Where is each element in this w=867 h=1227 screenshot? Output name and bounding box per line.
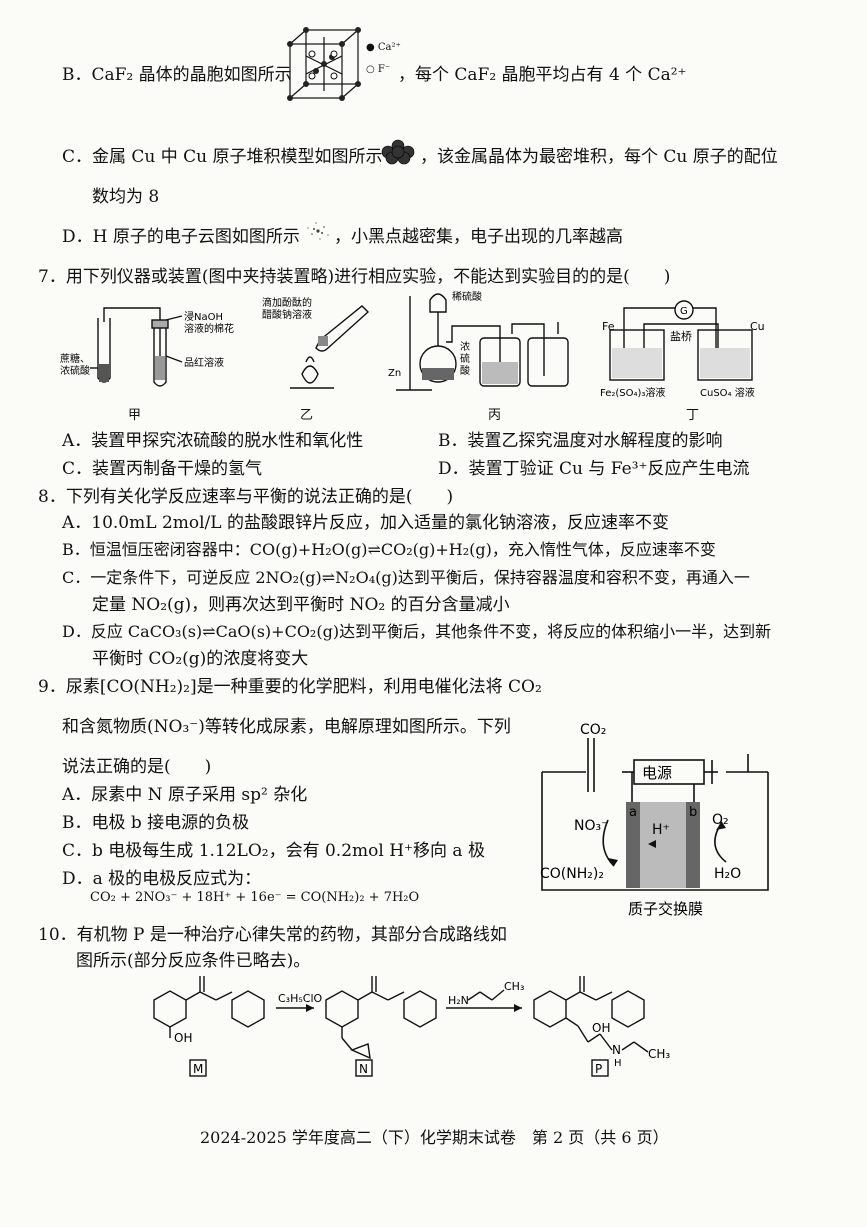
svg-text:酸: 酸 [460,364,470,377]
svg-text:CO₂: CO₂ [580,722,606,738]
apparatus-yi: 滴加酚酞的 醋酸钠溶液 [262,296,370,389]
apparatus-jia: 浸NaOH 溶液的棉花 品红溶液 蔗糖、 浓硫酸 [60,307,234,387]
q8-option-c-line1: C．一定条件下，可逆反应 2NO₂(g)⇌N₂O₄(g)达到平衡后，保持容器温度… [62,568,750,587]
q9-stem-line2: 和含氮物质(NO₃⁻)等转化成尿素，电解原理如图所示。下列 [62,717,511,737]
q9-option-c: C．b 电极每生成 1.12LO₂，会有 0.2mol H⁺移向 a 极 [62,841,485,861]
caption-ding: 丁 [686,408,700,423]
svg-text:a: a [629,805,637,820]
cu-packing-model-figure [381,139,415,165]
m-ring-2 [231,990,265,1028]
svg-text:G: G [680,306,688,317]
svg-text:醋酸钠溶液: 醋酸钠溶液 [262,308,312,321]
q6-c-post: ，该金属晶体为最密堆积，每个 Cu 原子的配位 [420,147,778,167]
p-ring-2 [611,990,645,1028]
electron-cloud-figure [307,222,329,240]
q9-option-d-equation: CO₂ + 2NO₃⁻ + 18H⁺ + 16e⁻ = CO(NH₂)₂ + 7… [90,890,420,905]
apparatus-bing: 稀硫酸 Zn 浓 硫 酸 [388,290,569,391]
svg-text:b: b [689,805,697,820]
n-ring-2 [403,990,437,1028]
svg-text:Zn: Zn [388,368,401,379]
svg-text:CH₃: CH₃ [504,980,524,993]
svg-text:蔗糖、: 蔗糖、 [60,352,90,365]
svg-text:浓硫酸: 浓硫酸 [60,364,90,377]
svg-text:浓: 浓 [460,341,470,353]
q9-option-a: A．尿素中 N 原子采用 sp² 杂化 [62,785,308,805]
svg-text:浸NaOH: 浸NaOH [184,311,223,323]
svg-text:稀硫酸: 稀硫酸 [452,290,482,303]
svg-text:Cu: Cu [750,320,765,333]
electrolysis-diagram: CO₂ 电源 a b NO₃⁻ H⁺ O₂ CO(NH₂)₂ H₂O 质子交换膜 [540,722,769,918]
q7-option-a: A．装置甲探究浓硫酸的脱水性和氧化性 [62,431,364,451]
page-footer: 2024-2025 学年度高二（下）化学期末试卷 第 2 页（共 6 页） [200,1128,669,1147]
q6-c-line2: 数均为 8 [92,187,160,207]
svg-text:H: H [614,1058,622,1069]
caption-jia: 甲 [128,408,142,423]
p-ring-1 [533,990,567,1028]
q7-option-c: C．装置丙制备干燥的氢气 [62,459,263,479]
svg-text:N: N [612,1043,621,1057]
svg-text:CO(NH₂)₂: CO(NH₂)₂ [540,866,604,882]
svg-text:CH₃: CH₃ [648,1047,670,1061]
q9-stem-line1: 9．尿素[CO(NH₂)₂]是一种重要的化学肥料，利用电催化法将 CO₂ [38,677,542,697]
svg-text:盐桥: 盐桥 [670,330,692,343]
svg-text:品红溶液: 品红溶液 [184,356,224,369]
q8-option-d-line1: D．反应 CaCO₃(s)⇌CaO(s)+CO₂(g)达到平衡后，其他条件不变，… [62,622,772,641]
apparatus-ding: G Fe Cu 盐桥 Fe₂(SO₄)₃溶液 CuSO₄ 溶液 [600,300,765,399]
svg-text:溶液的棉花: 溶液的棉花 [184,322,234,335]
q6-option-b: B．CaF₂ 晶体的晶胞如图所示 [62,60,292,85]
svg-text:电源: 电源 [642,764,672,782]
q9-stem-line3: 说法正确的是( ) [62,757,212,777]
q6-option-d: D．H 原子的电子云图如图所示 [62,227,300,247]
svg-text:滴加酚酞的: 滴加酚酞的 [262,296,312,309]
q10-stem-line1: 10．有机物 P 是一种治疗心律失常的药物，其部分合成路线如 [38,925,507,945]
label-n: N [359,1062,368,1076]
q6-option-c: C．金属 Cu 中 Cu 原子堆积模型如图所示 [62,147,383,167]
q7-stem: 7．用下列仪器或装置(图中夹持装置略)进行相应实验，不能达到实验目的的是( ) [38,267,671,287]
n-ring-1 [325,990,359,1028]
svg-text:Fe: Fe [602,320,615,333]
caption-yi: 乙 [300,408,314,423]
svg-text:C₃H₅ClO: C₃H₅ClO [278,992,323,1005]
q6-b-post: ，每个 CaF₂ 晶胞平均占有 4 个 Ca²⁺ [398,65,687,85]
legend-ca: ● Ca²⁺ [366,42,401,53]
q8-option-b: B．恒温恒压密闭容器中：CO(g)+H₂O(g)⇌CO₂(g)+H₂(g)，充入… [62,540,716,559]
svg-text:OH: OH [592,1021,610,1035]
caption-bing: 丙 [488,408,502,423]
q8-stem: 8．下列有关化学反应速率与平衡的说法正确的是( ) [38,487,454,507]
m-ring-1 [153,990,187,1028]
svg-text:O₂: O₂ [712,812,729,828]
legend-f: ○ F⁻ [366,64,391,75]
q10-stem-line2: 图所示(部分反应条件已略去)。 [76,951,311,971]
svg-text:NO₃⁻: NO₃⁻ [574,818,609,834]
q7-option-d: D．装置丁验证 Cu 与 Fe³⁺反应产生电流 [438,459,750,479]
label-m: M [193,1062,203,1076]
q9-option-b: B．电极 b 接电源的负极 [62,813,250,833]
svg-text:Fe₂(SO₄)₃溶液: Fe₂(SO₄)₃溶液 [600,386,665,399]
svg-text:H₂O: H₂O [714,866,741,882]
svg-text:H⁺: H⁺ [652,822,670,838]
caf2-unit-cell-figure [287,27,361,101]
q9-option-d: D．a 极的电极反应式为： [62,869,262,889]
svg-text:CuSO₄ 溶液: CuSO₄ 溶液 [700,386,755,399]
label-p: P [595,1062,602,1076]
svg-text:H₂N: H₂N [448,994,469,1007]
svg-text:OH: OH [174,1031,192,1045]
q8-option-d-line2: 平衡时 CO₂(g)的浓度将变大 [92,649,309,669]
svg-text:硫: 硫 [460,352,470,365]
q8-option-c-line2: 定量 NO₂(g)，则再次达到平衡时 NO₂ 的百分含量减小 [92,595,510,615]
q8-option-a: A．10.0mL 2mol/L 的盐酸跟锌片反应，加入适量的氯化钠溶液，反应速率… [62,513,669,533]
q6-d-post: ，小黑点越密集，电子出现的几率越高 [334,227,623,247]
q6-b-text: B．CaF₂ 晶体的晶胞如图所示 [62,65,292,85]
q7-option-b: B．装置乙探究温度对水解程度的影响 [438,431,723,451]
synthesis-route: OH C₃H₅ClO H₂N CH₃ OH N H CH₃ M N P [153,976,670,1077]
svg-text:质子交换膜: 质子交换膜 [628,900,703,918]
